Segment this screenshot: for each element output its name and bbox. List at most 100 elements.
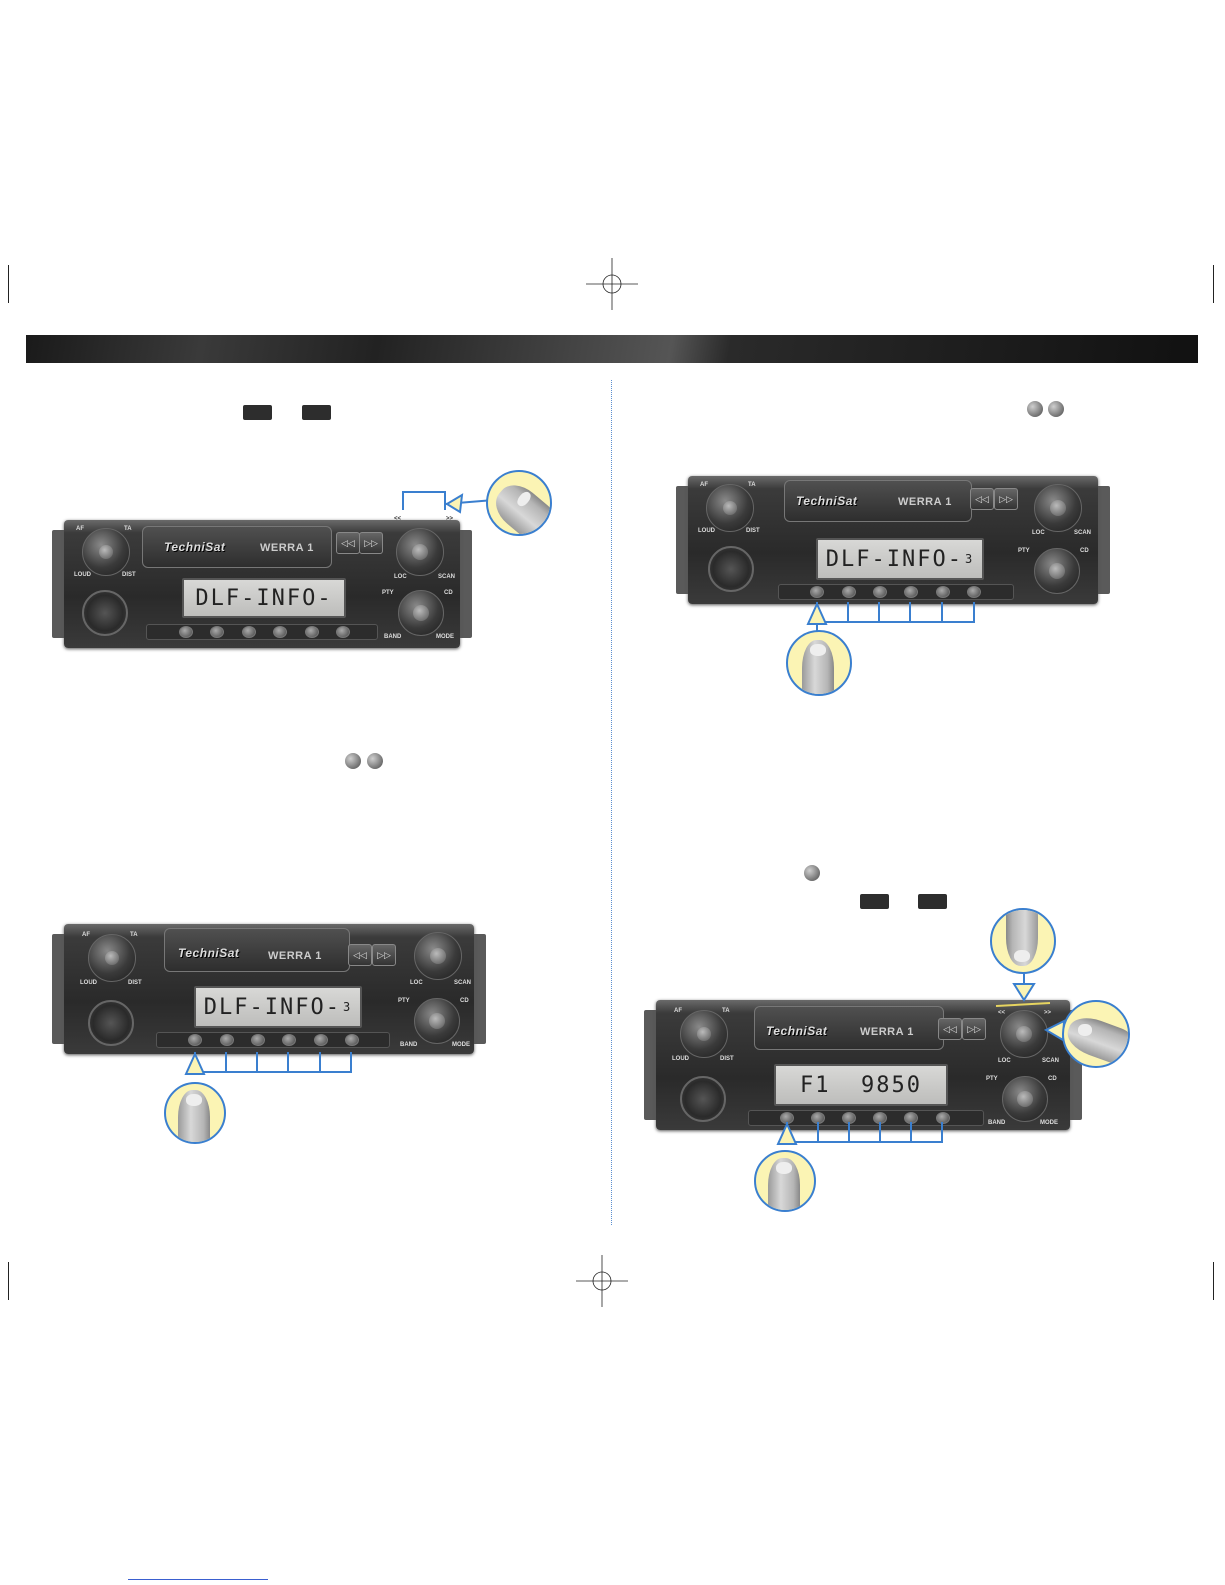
loc-label: LOC bbox=[394, 574, 407, 580]
preset-row bbox=[778, 584, 1014, 600]
preset-button-2[interactable] bbox=[210, 626, 224, 638]
fast-forward-button[interactable]: ▷▷ bbox=[994, 488, 1018, 510]
loud-label: LOUD bbox=[672, 1056, 689, 1062]
finger-icon bbox=[1062, 1000, 1130, 1068]
display-text: F1 9850 bbox=[800, 1072, 922, 1098]
crop-mark-icon bbox=[8, 265, 9, 303]
volume-knob[interactable] bbox=[680, 1076, 726, 1122]
mode-band-knob[interactable] bbox=[398, 590, 444, 636]
af-label: AF bbox=[76, 526, 84, 532]
button-dot-icon bbox=[1027, 401, 1043, 417]
car-radio: AF TA LOUD DIST TechniSat WERRA 1 ◁◁ ▷▷ … bbox=[676, 476, 1110, 604]
finger-icon bbox=[786, 630, 852, 696]
rewind-button[interactable]: ◁◁ bbox=[970, 488, 994, 510]
loud-label: LOUD bbox=[74, 572, 91, 578]
car-radio: AF TA LOUD DIST TechniSat WERRA 1 ◁◁ ▷▷ … bbox=[644, 1000, 1082, 1130]
dist-label: DIST bbox=[720, 1056, 734, 1062]
preset-button-3[interactable] bbox=[251, 1034, 265, 1046]
cassette-slot[interactable] bbox=[142, 526, 332, 568]
pty-label: PTY bbox=[1018, 548, 1030, 554]
preset-button-2[interactable] bbox=[842, 586, 856, 598]
bottom-rule bbox=[128, 1579, 268, 1580]
preset-button-3[interactable] bbox=[873, 586, 887, 598]
preset-button-4[interactable] bbox=[273, 626, 287, 638]
button-dot-icon bbox=[804, 865, 820, 881]
scan-label: SCAN bbox=[438, 574, 456, 580]
loc-label: LOC bbox=[1032, 530, 1045, 536]
mode-band-knob[interactable] bbox=[1034, 548, 1080, 594]
preset-button-4[interactable] bbox=[282, 1034, 296, 1046]
dist-label: DIST bbox=[122, 572, 136, 578]
finger-icon bbox=[486, 470, 552, 536]
header-band bbox=[26, 335, 1198, 363]
mode-band-knob[interactable] bbox=[1002, 1076, 1048, 1122]
rewind-button[interactable]: ◁◁ bbox=[348, 944, 372, 966]
volume-knob[interactable] bbox=[708, 546, 754, 592]
button-dot-icon bbox=[345, 753, 361, 769]
radio-side-bracket bbox=[1094, 486, 1110, 594]
brand-logo: TechniSat bbox=[796, 494, 858, 508]
key-icon bbox=[302, 405, 331, 420]
fast-forward-button[interactable]: ▷▷ bbox=[359, 532, 383, 554]
preset-button-6[interactable] bbox=[336, 626, 350, 638]
dist-label: DIST bbox=[128, 980, 142, 986]
cassette-slot[interactable] bbox=[164, 928, 350, 972]
preset-button-1[interactable] bbox=[810, 586, 824, 598]
main-knob[interactable] bbox=[396, 528, 444, 576]
car-radio: AF TA LOUD DIST TechniSat WERRA 1 ◁◁ ▷▷ … bbox=[52, 924, 486, 1054]
display-text: DLF-INFO- bbox=[203, 994, 341, 1020]
preset-button-2[interactable] bbox=[220, 1034, 234, 1046]
lcd-display: DLF-INFO- bbox=[182, 578, 346, 618]
ta-label: TA bbox=[722, 1008, 730, 1014]
cassette-slot[interactable] bbox=[784, 480, 972, 522]
main-knob[interactable] bbox=[414, 932, 462, 980]
brand-logo: TechniSat bbox=[164, 540, 226, 554]
preset-button-5[interactable] bbox=[936, 586, 950, 598]
model-name: WERRA 1 bbox=[860, 1026, 914, 1038]
loud-label: LOUD bbox=[698, 528, 715, 534]
brand-logo: TechniSat bbox=[766, 1024, 828, 1038]
fast-forward-button[interactable]: ▷▷ bbox=[372, 944, 396, 966]
display-suffix: 3 bbox=[342, 1000, 353, 1014]
loud-dist-knob[interactable] bbox=[706, 484, 754, 532]
volume-knob[interactable] bbox=[82, 590, 128, 636]
seek-back-label: << bbox=[998, 1010, 1006, 1016]
cd-label: CD bbox=[1080, 548, 1089, 554]
cassette-slot[interactable] bbox=[754, 1006, 944, 1050]
loud-dist-knob[interactable] bbox=[680, 1010, 728, 1058]
main-knob[interactable] bbox=[1000, 1010, 1048, 1058]
seek-forward-label: >> bbox=[446, 516, 454, 522]
loud-dist-knob[interactable] bbox=[82, 528, 130, 576]
radio-side-bracket bbox=[470, 934, 486, 1044]
band-label: BAND bbox=[988, 1120, 1006, 1126]
registration-mark-icon bbox=[576, 1255, 628, 1307]
preset-button-5[interactable] bbox=[305, 626, 319, 638]
fast-forward-button[interactable]: ▷▷ bbox=[962, 1018, 986, 1040]
loc-label: LOC bbox=[998, 1058, 1011, 1064]
crop-mark-icon bbox=[1213, 1262, 1214, 1300]
preset-button-3[interactable] bbox=[242, 626, 256, 638]
volume-knob[interactable] bbox=[88, 1000, 134, 1046]
cd-label: CD bbox=[460, 998, 469, 1004]
preset-button-4[interactable] bbox=[904, 586, 918, 598]
preset-button-5[interactable] bbox=[314, 1034, 328, 1046]
preset-button-1[interactable] bbox=[179, 626, 193, 638]
finger-icon bbox=[164, 1082, 226, 1144]
preset-button-6[interactable] bbox=[967, 586, 981, 598]
rewind-button[interactable]: ◁◁ bbox=[938, 1018, 962, 1040]
scan-label: SCAN bbox=[1074, 530, 1092, 536]
mode-label: MODE bbox=[1040, 1120, 1058, 1126]
loud-dist-knob[interactable] bbox=[88, 934, 136, 982]
preset-button-1[interactable] bbox=[188, 1034, 202, 1046]
band-label: BAND bbox=[400, 1042, 418, 1048]
column-divider bbox=[611, 380, 612, 1225]
model-name: WERRA 1 bbox=[268, 950, 322, 962]
mode-band-knob[interactable] bbox=[414, 998, 460, 1044]
lcd-display: DLF-INFO-3 bbox=[816, 538, 984, 580]
key-icon bbox=[243, 405, 272, 420]
scan-label: SCAN bbox=[1042, 1058, 1060, 1064]
main-knob[interactable] bbox=[1034, 484, 1082, 532]
preset-button-6[interactable] bbox=[345, 1034, 359, 1046]
seek-forward-label: >> bbox=[1044, 1010, 1052, 1016]
